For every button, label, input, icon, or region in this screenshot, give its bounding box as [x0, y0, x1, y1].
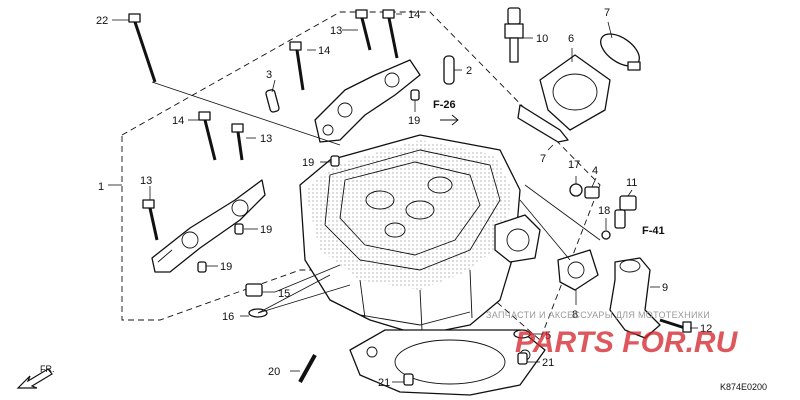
callout-12: 12 [700, 323, 712, 335]
callout-9: 9 [662, 282, 668, 294]
bolt-13-left-a [231, 123, 244, 161]
dowel-21-b [517, 352, 528, 365]
callout-22: 22 [96, 15, 108, 27]
callout-13: 13 [140, 175, 152, 187]
diagram-code: K874E0200 [720, 382, 767, 392]
callout-14: 14 [408, 9, 420, 21]
callout-21: 21 [378, 377, 390, 389]
bolt-14-left [198, 111, 217, 161]
callout-13: 13 [260, 133, 272, 145]
insulator [539, 54, 611, 131]
dowel-21-a [403, 373, 414, 386]
callout-13: 13 [330, 25, 342, 37]
callout-16: 16 [222, 311, 234, 323]
bolt-4 [584, 186, 600, 199]
callout-20: 20 [268, 366, 280, 378]
head-gasket [349, 329, 546, 396]
sensor-11 [614, 195, 637, 229]
spark-plug [504, 7, 524, 63]
callout-17: 17 [568, 159, 580, 171]
valve-8 [557, 249, 599, 291]
dowel-19-c [234, 223, 244, 235]
camshaft-holder-left [151, 179, 266, 273]
leader-lines [108, 13, 698, 383]
bolt-14-right-b [382, 9, 399, 59]
dowel-19-d [197, 261, 207, 273]
bolt-13-left-b [142, 199, 159, 241]
band-clamp-7-top [600, 33, 641, 71]
f26-arrow [440, 114, 459, 126]
callout-18: 18 [598, 205, 610, 217]
callout-1: 1 [98, 181, 104, 193]
intake-port [494, 214, 541, 263]
watermark-logo: PARTS FOR.RU [515, 326, 739, 359]
callout-4: 4 [592, 165, 598, 177]
fr-direction-arrow-icon [16, 368, 53, 389]
dowel-19-b [330, 155, 340, 167]
dowel-3 [265, 89, 280, 113]
pin-2 [443, 55, 455, 85]
callout-2: 2 [466, 65, 472, 77]
dowel-19-a [410, 89, 420, 101]
bolt-22 [128, 13, 157, 83]
camshaft-holder-right [314, 59, 421, 143]
band-clamp-7-bottom [517, 104, 569, 143]
stud-20 [298, 354, 317, 383]
callout-7: 7 [604, 7, 610, 19]
bolt-12 [659, 318, 692, 333]
callout-8: 8 [572, 309, 578, 321]
callout-21: 21 [542, 357, 554, 369]
callout-19: 19 [302, 157, 314, 169]
nut-15 [245, 283, 263, 297]
callout-19: 19 [408, 115, 420, 127]
callout-10: 10 [536, 33, 548, 45]
ref-f41[interactable]: F-41 [642, 225, 665, 237]
bolt-13-right [355, 9, 372, 51]
bolt-14-right-a [289, 41, 305, 91]
callout-14: 14 [318, 45, 330, 57]
callout-7: 7 [540, 153, 546, 165]
callout-14: 14 [172, 115, 184, 127]
ref-f26[interactable]: F-26 [433, 99, 456, 111]
callout-15: 15 [278, 288, 290, 300]
cylinder-head [299, 134, 521, 336]
callout-19: 19 [220, 261, 232, 273]
o-ring-18 [601, 230, 611, 240]
washer-17 [569, 183, 583, 197]
direction-label: FR. [40, 364, 55, 374]
callout-3: 3 [266, 69, 272, 81]
callout-11: 11 [626, 177, 637, 189]
joint-9 [609, 257, 661, 339]
callout-6: 6 [568, 33, 574, 45]
watermark-text: ЗАПЧАСТИ И АКСЕССУАРЫ ДЛЯ МОТОТЕХНИКИ [486, 310, 710, 320]
callout-19: 19 [260, 224, 272, 236]
callout-5: 5 [545, 330, 551, 342]
